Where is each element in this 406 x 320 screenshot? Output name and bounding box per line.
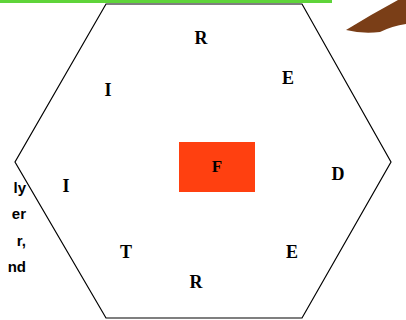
letter: R (190, 272, 203, 293)
brown-shape (346, 0, 406, 33)
letter: I (62, 176, 69, 197)
side-text: r, (17, 232, 26, 249)
letter: R (195, 28, 208, 49)
center-box: F (179, 142, 255, 192)
side-text: ly (13, 179, 26, 196)
side-text: er (12, 205, 26, 222)
side-text: nd (8, 258, 26, 275)
hexagon-line (15, 4, 391, 318)
letter: D (332, 164, 345, 185)
letter: I (104, 80, 111, 101)
center-letter: F (212, 157, 222, 177)
letter: E (282, 68, 294, 89)
top-bar (0, 0, 332, 3)
letter: T (120, 242, 132, 263)
letter: E (286, 242, 298, 263)
